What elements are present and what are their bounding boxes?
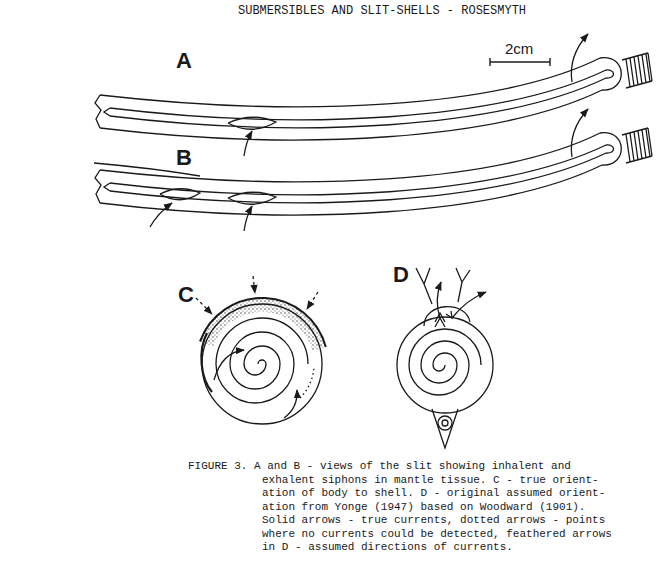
coil	[622, 53, 652, 88]
view-letter: D	[393, 262, 409, 287]
figure-caption-holder: FIGURE 3. A and B - views of the slit sh…	[188, 460, 616, 555]
current-arrow	[244, 206, 252, 231]
slit-view-a	[95, 34, 652, 156]
figure-caption: FIGURE 3. A and B - views of the slit sh…	[188, 460, 616, 555]
slit-end	[104, 183, 110, 191]
coil	[622, 128, 652, 163]
current-arrow	[244, 131, 252, 156]
arrow-feather	[435, 313, 445, 327]
scale-bar	[489, 58, 490, 66]
shell-edge	[600, 58, 621, 90]
no-current-arrow	[307, 292, 318, 309]
slit-line	[110, 78, 606, 128]
slit-line	[110, 70, 606, 120]
slit-end	[606, 145, 614, 153]
view-letter-holder: A	[176, 48, 192, 73]
view-letter: B	[176, 145, 192, 170]
scale-label: 2cm	[505, 40, 533, 57]
view-letter: A	[176, 48, 192, 73]
foot	[432, 409, 458, 448]
view-letter-holder: D	[393, 262, 409, 287]
dotted-trail	[300, 368, 314, 398]
shell-spiral	[216, 318, 308, 403]
no-current-arrow	[196, 298, 212, 314]
scale-bar	[490, 61, 550, 62]
current-arrow	[571, 109, 588, 157]
shell-outline	[202, 304, 322, 424]
slit-end	[104, 108, 110, 116]
siphon	[160, 189, 200, 200]
shell-outline	[397, 317, 493, 413]
shell-edge	[100, 58, 600, 107]
scale-bar	[549, 58, 550, 66]
tentacle	[456, 268, 470, 302]
shell-edge	[100, 133, 600, 182]
feathered-arrow	[452, 292, 486, 318]
page-header-holder: SUBMERSIBLES AND SLIT-SHELLS - ROSESMYTH	[238, 5, 526, 19]
shell-view-c	[196, 276, 326, 424]
torn-edge	[95, 170, 101, 203]
operculum	[442, 420, 448, 426]
body-edge	[201, 333, 212, 392]
shell-spiral	[409, 329, 481, 395]
arrow-feather	[446, 311, 452, 318]
slit-view-b	[94, 109, 652, 231]
scale-label-holder: 2cm	[505, 40, 533, 57]
torn-edge	[95, 95, 101, 128]
current-arrow	[571, 34, 588, 82]
siphon	[228, 192, 276, 204]
view-letter-holder: C	[178, 282, 194, 307]
current-arrow	[150, 203, 172, 227]
shell-edge	[100, 90, 602, 140]
page-header: SUBMERSIBLES AND SLIT-SHELLS - ROSESMYTH	[238, 5, 526, 19]
view-letter-holder: B	[176, 145, 192, 170]
shell-edge	[100, 165, 602, 215]
shell-view-d	[397, 268, 493, 448]
head	[424, 307, 470, 326]
current-arrow	[284, 390, 297, 418]
siphon	[228, 117, 276, 129]
no-current-arrow	[253, 276, 255, 293]
operculum	[438, 416, 452, 430]
slit-end	[606, 70, 614, 78]
shell-edge	[600, 133, 621, 165]
tentacle	[416, 268, 432, 304]
slit-line	[110, 145, 606, 195]
current-arrow	[214, 350, 244, 380]
scale-bar	[490, 58, 550, 66]
view-letter: C	[178, 282, 194, 307]
